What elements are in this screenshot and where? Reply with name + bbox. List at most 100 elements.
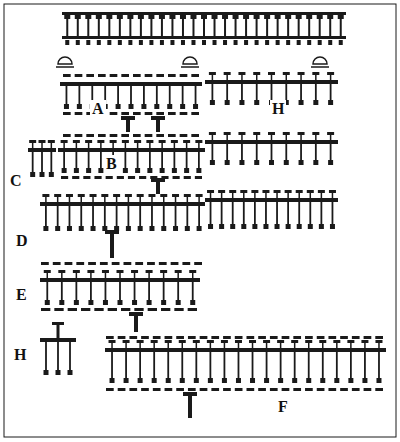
stem	[149, 150, 151, 168]
terminal	[239, 100, 244, 105]
terminal	[76, 40, 80, 45]
stem	[175, 204, 177, 226]
terminal	[328, 100, 333, 105]
terminal	[160, 168, 165, 173]
dash	[83, 176, 90, 179]
stem	[50, 150, 52, 172]
cap	[160, 270, 167, 273]
dash	[293, 336, 301, 339]
terminal	[320, 378, 325, 383]
comb-bar	[40, 202, 205, 206]
stem	[177, 273, 179, 280]
junction-stem	[156, 180, 160, 194]
terminal	[74, 300, 79, 305]
dash	[153, 388, 161, 391]
stem	[127, 204, 129, 226]
frame	[4, 4, 396, 437]
cap	[298, 72, 305, 75]
stem	[63, 150, 65, 168]
stem	[364, 343, 366, 350]
cap	[52, 322, 64, 325]
cap	[312, 132, 319, 135]
junction-stem	[156, 118, 160, 132]
terminal	[334, 378, 339, 383]
stem	[134, 280, 136, 300]
stem	[271, 75, 273, 82]
dash	[148, 308, 157, 311]
dash	[270, 388, 278, 391]
cap	[193, 340, 200, 343]
dash	[76, 262, 84, 265]
stem	[88, 150, 90, 168]
dash	[94, 308, 103, 311]
terminal	[166, 378, 171, 383]
stem	[254, 193, 256, 200]
terminal	[339, 40, 343, 45]
terminal	[313, 160, 318, 165]
terminal	[149, 226, 154, 231]
part-letter: D	[14, 232, 30, 250]
dash	[124, 262, 132, 265]
dash	[173, 176, 180, 179]
terminal	[376, 378, 381, 383]
cap	[277, 340, 284, 343]
stem	[210, 343, 212, 350]
stem	[104, 204, 106, 226]
dash	[159, 262, 167, 265]
stem	[350, 343, 352, 350]
terminal	[234, 40, 238, 45]
terminal	[172, 168, 177, 173]
dash	[258, 388, 266, 391]
cap	[101, 194, 108, 197]
terminal	[222, 378, 227, 383]
stem	[294, 343, 296, 350]
stem	[256, 135, 258, 142]
terminal	[91, 226, 96, 231]
dash	[147, 262, 155, 265]
stem	[111, 350, 113, 378]
terminal	[86, 168, 91, 173]
stem	[137, 150, 139, 168]
terminal	[97, 40, 101, 45]
stem	[238, 343, 240, 350]
stem	[69, 340, 71, 370]
stem	[256, 82, 258, 100]
dash	[194, 262, 202, 265]
stem	[105, 273, 107, 280]
terminal	[265, 40, 269, 45]
stem	[143, 84, 145, 104]
stem	[140, 19, 142, 36]
terminal	[348, 378, 353, 383]
terminal	[154, 104, 159, 109]
stem	[161, 143, 163, 150]
dash	[171, 262, 179, 265]
stem	[198, 197, 200, 204]
terminal	[308, 224, 313, 229]
dash	[121, 112, 129, 115]
cap	[64, 15, 70, 19]
dash	[223, 336, 231, 339]
stem	[329, 19, 331, 36]
stem	[196, 343, 198, 350]
dash	[54, 308, 63, 311]
stem	[116, 197, 118, 204]
stem	[87, 19, 89, 36]
cap	[275, 15, 281, 19]
dash	[317, 336, 325, 339]
stem	[51, 143, 53, 150]
cap	[122, 140, 129, 143]
comb-bar	[205, 198, 338, 202]
terminal	[208, 378, 213, 383]
cap	[73, 140, 80, 143]
dash	[223, 388, 231, 391]
terminal	[252, 224, 257, 229]
stem	[364, 350, 366, 378]
terminal	[208, 224, 213, 229]
dash	[247, 336, 255, 339]
junction-stem	[188, 394, 192, 418]
stem	[266, 343, 268, 350]
stem	[163, 273, 165, 280]
cap	[212, 15, 218, 19]
cap	[263, 340, 270, 343]
dash	[211, 336, 219, 339]
